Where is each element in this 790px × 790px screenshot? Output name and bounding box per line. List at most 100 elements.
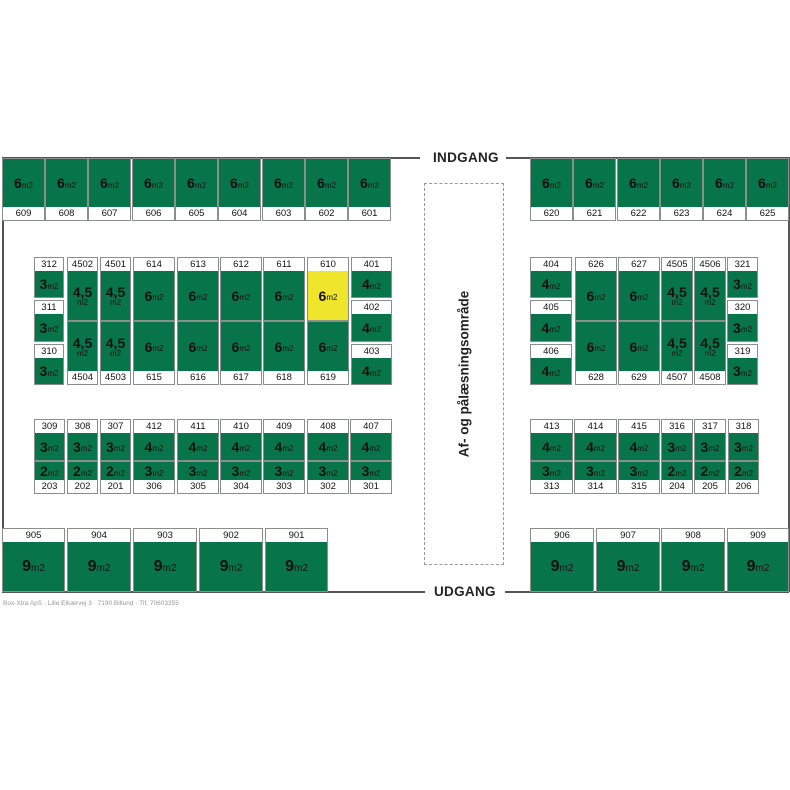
size-value: 4 — [274, 438, 283, 455]
size-value: 4,5 — [667, 334, 687, 351]
size-unit: m2 — [76, 348, 89, 358]
unit-number: 906 — [531, 529, 593, 542]
unit-number: 402 — [352, 301, 391, 314]
size-value: 2 — [700, 463, 709, 479]
unit-number: 4503 — [101, 371, 130, 384]
size-value: 4 — [362, 363, 370, 379]
